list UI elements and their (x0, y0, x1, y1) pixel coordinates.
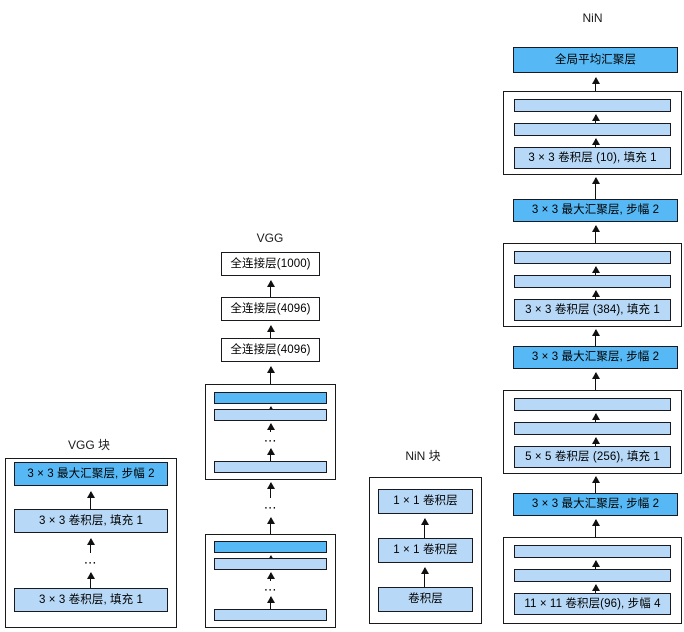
nin-stage-1-arrow-1 (591, 584, 600, 593)
vgg-block-upper-bar-0[interactable] (214, 392, 327, 404)
nin-stage-2-arrow-0 (591, 413, 600, 422)
nin-arrow-pool2-to-stage3 (591, 329, 600, 346)
vgg-block-layer-1[interactable]: 3 × 3 卷积层, 填充 1 (14, 509, 168, 533)
vgg-block-lower-bar-0[interactable] (214, 541, 327, 553)
vgg-block-upper-ellipsis: ⋯ (263, 433, 279, 448)
vgg-block-upper-arrow-2 (266, 448, 275, 461)
vgg-block-lower-arrow-2 (266, 596, 275, 609)
vgg-block-lower-ellipsis: ⋯ (263, 582, 279, 597)
vgg-block-layer-3[interactable]: 3 × 3 卷积层, 填充 1 (14, 588, 168, 612)
nin-stage-2-bar-0[interactable] (514, 398, 671, 411)
nin-arrow-stage3-to-pool3 (591, 225, 600, 243)
nin-stage-3-conv[interactable]: 3 × 3 卷积层 (384), 填充 1 (514, 299, 671, 321)
vgg-block-arrow-0 (86, 491, 95, 509)
nin-block-layer-1[interactable]: 1 × 1 卷积层 (378, 538, 473, 563)
nin-stage-2-bar-1[interactable] (514, 422, 671, 435)
nin-block-arrow-0 (420, 518, 429, 538)
nin-maxpool-2[interactable]: 3 × 3 最大汇聚层, 步幅 2 (513, 346, 678, 369)
vgg-between-blocks-ellipsis: ⋯ (263, 500, 279, 515)
nin-stage-4-bar-0[interactable] (514, 99, 671, 112)
vgg-block-lower-bar-3[interactable] (214, 609, 327, 621)
vgg-block-upper-bar-3[interactable] (214, 461, 327, 473)
nin-stage-1-bar-0[interactable] (514, 545, 671, 558)
nin-stage-3-arrow-0 (591, 266, 600, 275)
nin-arrow-pool1-to-stage2 (591, 476, 600, 493)
nin-stage-2-conv[interactable]: 5 × 5 卷积层 (256), 填充 1 (514, 446, 671, 468)
vgg-title: VGG (256, 231, 284, 245)
vgg-fc-1000[interactable]: 全连接层(1000) (221, 252, 320, 276)
vgg-block-ellipsis: ⋯ (83, 555, 99, 570)
nin-title: NiN (582, 11, 603, 25)
vgg-block-layer-0[interactable]: 3 × 3 最大汇聚层, 步幅 2 (14, 462, 168, 486)
nin-stage-2-arrow-1 (591, 437, 600, 446)
vgg-block-lower-bar-1[interactable] (214, 558, 327, 570)
nin-stage-1-bar-1[interactable] (514, 569, 671, 582)
vgg-block-lower-arrow-1 (266, 572, 275, 581)
nin-stage-3-bar-1[interactable] (514, 275, 671, 288)
vgg-fc-4096-a[interactable]: 全连接层(4096) (221, 338, 320, 362)
nin-arrow-stage1-to-pool1 (591, 519, 600, 537)
nin-arrow-stage2-to-pool2 (591, 372, 600, 390)
nin-stage-4-conv[interactable]: 3 × 3 卷积层 (10), 填充 1 (514, 147, 671, 169)
vgg-fc-4096-b[interactable]: 全连接层(4096) (221, 297, 320, 321)
nin-stage-3-arrow-1 (591, 290, 600, 299)
vgg-block-upper-bar-1[interactable] (214, 409, 327, 421)
vgg-arrow-between-upper (266, 482, 275, 498)
nin-arrow-pool3-to-stage4 (591, 177, 600, 199)
nin-block-title: NiN 块 (405, 449, 441, 463)
nin-block-layer-2[interactable]: 卷积层 (378, 587, 473, 612)
vgg-block-arrow-2 (86, 572, 95, 588)
nin-block-layer-0[interactable]: 1 × 1 卷积层 (378, 489, 473, 514)
vgg-block-title: VGG 块 (67, 438, 110, 452)
vgg-arrow-fc2 (266, 325, 275, 338)
nin-block-arrow-1 (420, 567, 429, 587)
nin-maxpool-1[interactable]: 3 × 3 最大汇聚层, 步幅 2 (513, 493, 678, 516)
nin-stage-4-bar-1[interactable] (514, 123, 671, 136)
nin-stage-4-arrow-1 (591, 138, 600, 147)
vgg-arrow-between-lower (266, 517, 275, 534)
nin-stage-1-arrow-0 (591, 560, 600, 569)
vgg-block-arrow-1 (86, 538, 95, 553)
vgg-arrow-to-block-upper (266, 366, 275, 384)
vgg-block-upper-arrow-1 (266, 423, 275, 432)
nin-stage-4-arrow-0 (591, 114, 600, 123)
nin-global-avg-pool[interactable]: 全局平均汇聚层 (513, 47, 678, 73)
nin-stage-3-bar-0[interactable] (514, 251, 671, 264)
nin-arrow-to-globalpool (591, 77, 600, 91)
nin-stage-1-conv[interactable]: 11 × 11 卷积层(96), 步幅 4 (514, 593, 671, 615)
nin-maxpool-3[interactable]: 3 × 3 最大汇聚层, 步幅 2 (513, 199, 678, 222)
vgg-arrow-fc1 (266, 280, 275, 297)
